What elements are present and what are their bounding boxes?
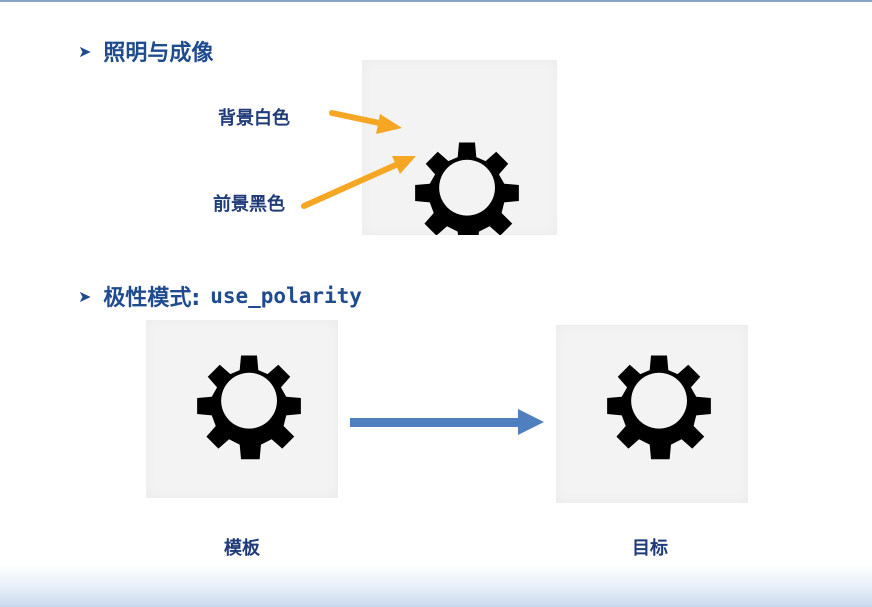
arrowhead-bullet-icon: ➤ <box>78 41 92 61</box>
arrowhead-bullet-icon: ➤ <box>78 286 92 306</box>
label-background-white: 背景白色 <box>218 108 290 129</box>
gear-image-target <box>556 325 748 503</box>
flow-arrow <box>350 409 544 435</box>
bottom-gradient-band <box>0 565 872 607</box>
callout-arrow-foreground <box>301 156 416 209</box>
section-title-polarity: 极性模式: <box>103 286 201 311</box>
label-target: 目标 <box>632 538 668 559</box>
section-heading-lighting: ➤ 照明与成像 <box>78 35 213 67</box>
section-title-lighting: 照明与成像 <box>103 41 214 66</box>
label-foreground-black: 前景黑色 <box>213 194 285 215</box>
label-template: 模板 <box>224 538 260 559</box>
polarity-code: use_polarity <box>210 284 362 308</box>
gear-image-template <box>146 320 338 498</box>
section-heading-polarity: ➤ 极性模式: use_polarity <box>78 280 362 312</box>
top-border <box>0 0 872 2</box>
gear-image-lighting <box>362 60 557 247</box>
callout-arrow-background <box>329 110 402 134</box>
